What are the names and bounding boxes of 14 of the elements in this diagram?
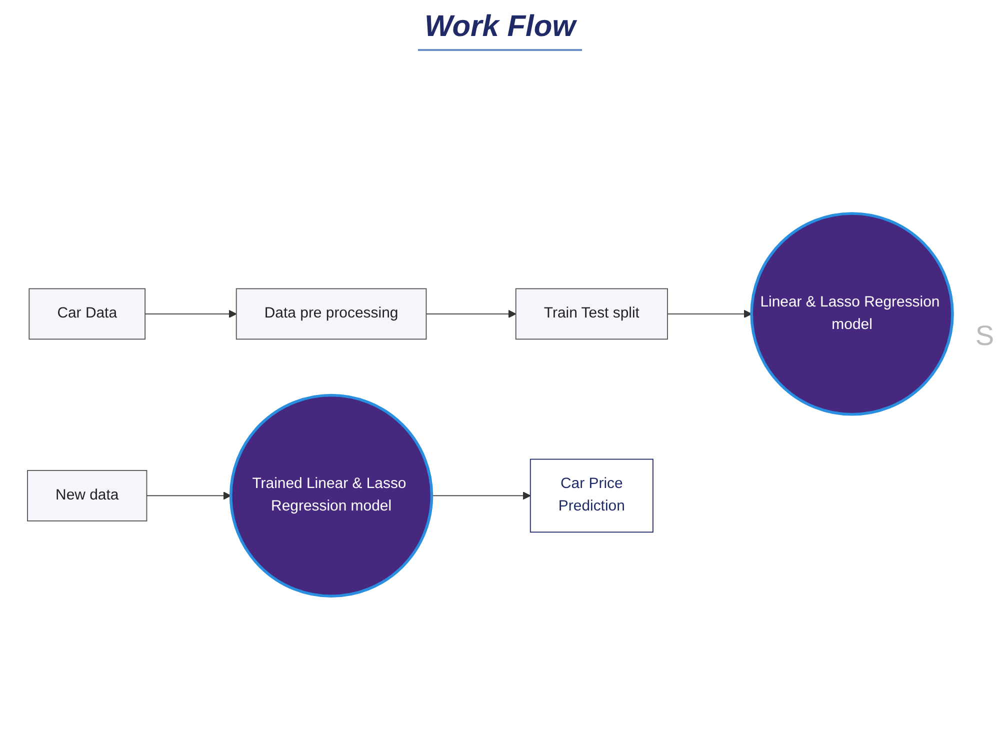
arrow <box>146 492 232 500</box>
node-box: Train Test split <box>515 288 668 340</box>
arrow <box>426 310 516 318</box>
arrow <box>144 310 237 318</box>
node-circle: Trained Linear & Lasso Regression model <box>229 394 434 598</box>
node-box: Car Data <box>28 288 146 340</box>
node-box: Car Price Prediction <box>530 458 654 533</box>
node-circle: Linear & Lasso Regression model <box>750 212 954 416</box>
text-label: S <box>975 320 994 351</box>
arrow <box>431 492 531 500</box>
node-box: New data <box>27 470 148 522</box>
diagram-title: Work Flow <box>418 10 582 51</box>
node-box: Data pre processing <box>236 288 427 340</box>
arrow <box>667 310 752 318</box>
